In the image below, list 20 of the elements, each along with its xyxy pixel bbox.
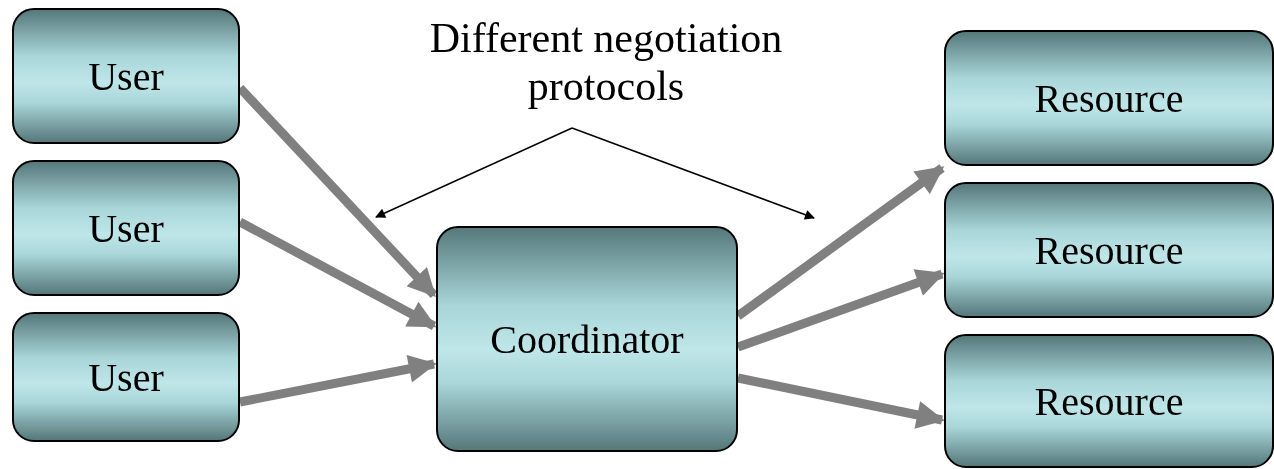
box-label: User — [88, 52, 164, 100]
rounded-box — [944, 182, 1274, 318]
rounded-box — [12, 160, 240, 296]
rounded-box — [944, 334, 1274, 468]
rounded-box — [944, 30, 1274, 166]
arrow — [736, 269, 945, 352]
leader-line — [375, 127, 573, 218]
arrow — [737, 373, 945, 429]
arrow — [239, 355, 437, 407]
box-label: Resource — [1034, 377, 1184, 425]
box-label: Coordinator — [490, 315, 684, 363]
box-label: User — [88, 353, 164, 401]
box-label: Resource — [1034, 226, 1184, 274]
rounded-box — [436, 226, 738, 452]
box-label: User — [88, 204, 164, 252]
box-label: Resource — [1034, 74, 1184, 122]
rounded-box — [12, 312, 240, 442]
rounded-box — [12, 8, 240, 144]
annotation-text: Different negotiation protocols — [372, 14, 840, 118]
leader-line — [571, 127, 815, 220]
